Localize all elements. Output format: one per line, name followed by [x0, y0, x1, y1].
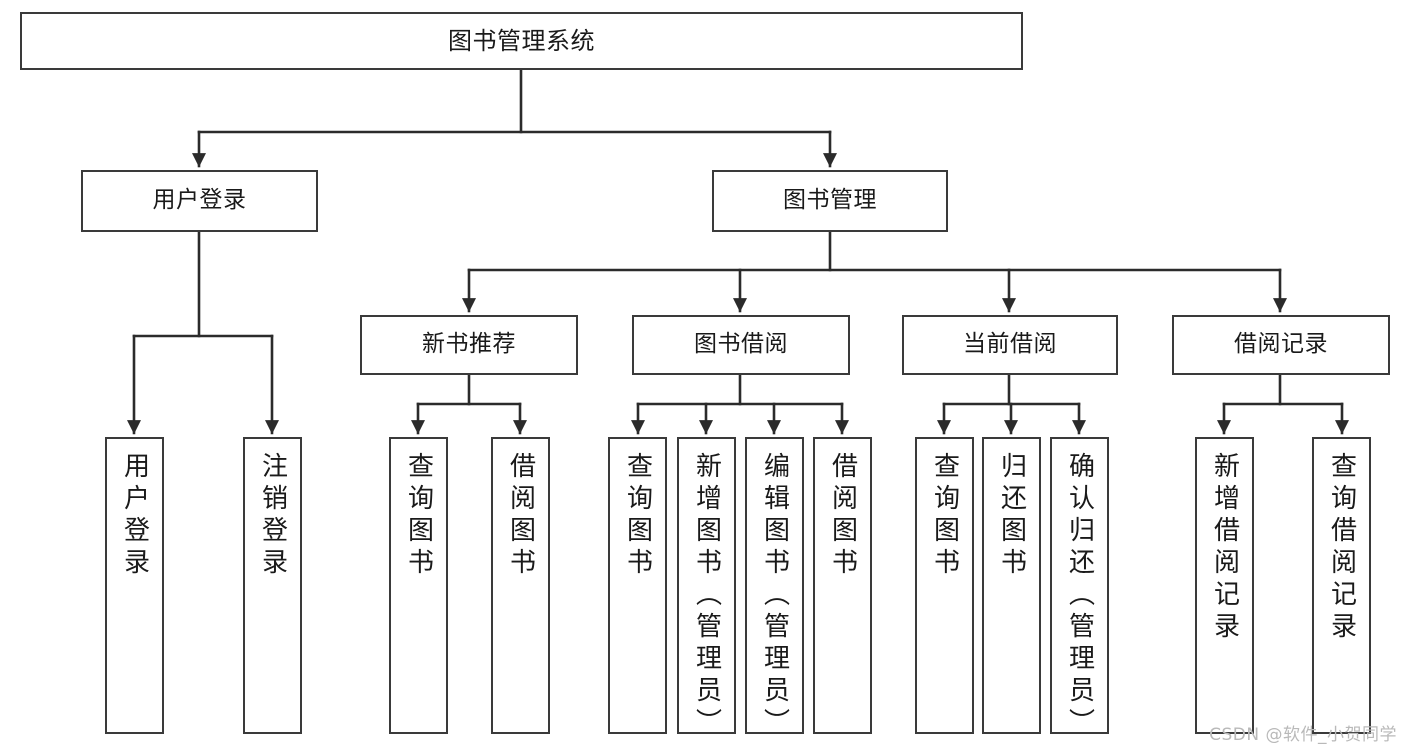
node-label: 借阅图书 [827, 452, 858, 580]
leaf-return-book[interactable]: 归还图书 [982, 437, 1041, 734]
leaf-borrow-book-new-recommend[interactable]: 借阅图书 [491, 437, 550, 734]
node-new-book-recommend[interactable]: 新书推荐 [360, 315, 578, 375]
leaf-user-login[interactable]: 用户登录 [105, 437, 164, 734]
leaf-query-book-current[interactable]: 查询图书 [915, 437, 974, 734]
node-label: 用户登录 [119, 452, 150, 580]
node-label: 新增图书（管理员） [691, 452, 722, 740]
node-current-borrow[interactable]: 当前借阅 [902, 315, 1118, 375]
node-label: 查询图书 [929, 452, 960, 580]
node-label: 图书管理 [783, 187, 877, 214]
leaf-query-book-new-recommend[interactable]: 查询图书 [389, 437, 448, 734]
node-label: 归还图书 [996, 452, 1027, 580]
node-book-borrow[interactable]: 图书借阅 [632, 315, 850, 375]
node-label: 新增借阅记录 [1209, 452, 1240, 644]
node-user-login[interactable]: 用户登录 [81, 170, 318, 232]
node-label: 确认归还（管理员） [1064, 452, 1095, 740]
leaf-logout-login[interactable]: 注销登录 [243, 437, 302, 734]
node-label: 当前借阅 [963, 331, 1057, 358]
leaf-edit-book-admin[interactable]: 编辑图书（管理员） [745, 437, 804, 740]
node-label: 借阅图书 [505, 452, 536, 580]
node-label: 新书推荐 [422, 331, 516, 358]
leaf-add-borrow-record[interactable]: 新增借阅记录 [1195, 437, 1254, 734]
leaf-confirm-return-admin[interactable]: 确认归还（管理员） [1050, 437, 1109, 740]
node-label: 查询图书 [403, 452, 434, 580]
node-book-management[interactable]: 图书管理 [712, 170, 948, 232]
node-label: 用户登录 [152, 187, 247, 214]
node-label: 查询图书 [622, 452, 653, 580]
leaf-add-book-admin[interactable]: 新增图书（管理员） [677, 437, 736, 740]
node-label: 注销登录 [257, 452, 288, 580]
node-root-book-management-system[interactable]: 图书管理系统 [20, 12, 1023, 70]
node-label: 编辑图书（管理员） [759, 452, 790, 740]
node-label: 借阅记录 [1234, 331, 1328, 358]
leaf-query-book-borrow[interactable]: 查询图书 [608, 437, 667, 734]
leaf-borrow-book-borrow[interactable]: 借阅图书 [813, 437, 872, 734]
node-label: 图书管理系统 [448, 26, 595, 55]
node-label: 查询借阅记录 [1326, 452, 1357, 644]
leaf-query-borrow-record[interactable]: 查询借阅记录 [1312, 437, 1371, 734]
node-borrow-record[interactable]: 借阅记录 [1172, 315, 1390, 375]
csdn-watermark: CSDN @软件_小贺同学 [1209, 725, 1397, 745]
node-label: 图书借阅 [694, 331, 788, 358]
